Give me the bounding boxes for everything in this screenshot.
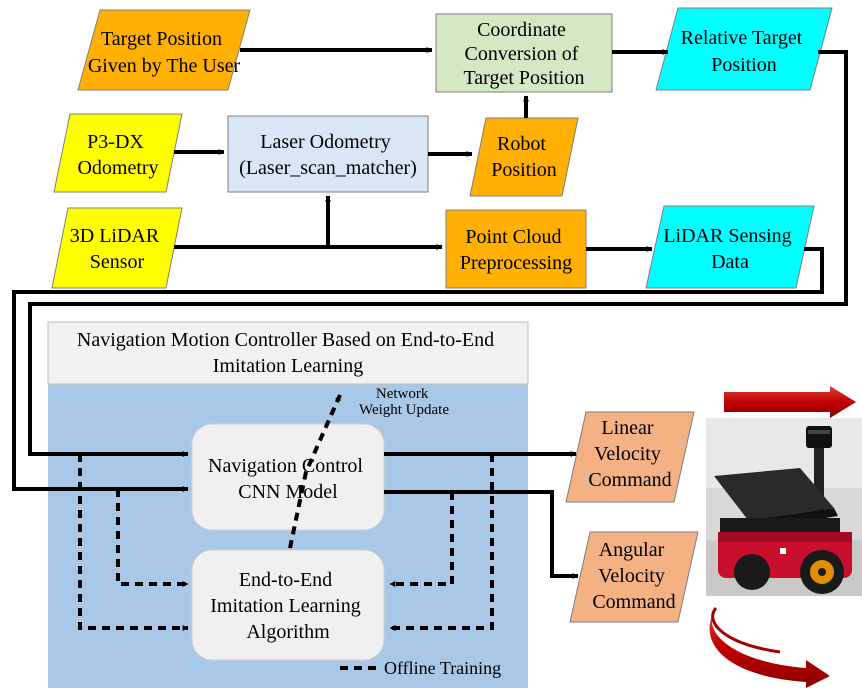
lidar-sensing-node [645, 205, 815, 289]
lidar-sensor-node [51, 207, 183, 289]
arrow-relative-to-cnn [28, 50, 848, 457]
lidar-sensor-label: 3D LiDAR Sensor [70, 225, 164, 273]
controller-title-box [47, 321, 529, 385]
relative-target-label: Relative Target Position [681, 27, 808, 76]
linear-velocity-node [565, 411, 695, 503]
angular-velocity-label: Angular Velocity Command [592, 539, 675, 613]
cnn-model-label: Navigation Control CNN Model [208, 455, 368, 503]
relative-target-node [655, 7, 833, 91]
target-position-label: Target Position Given by The User [88, 28, 241, 77]
imitation-algorithm-node [191, 549, 385, 661]
linear-velocity-label: Linear Velocity Command [588, 417, 671, 491]
angular-velocity-node [569, 531, 699, 623]
dashed-linear-to-algo [389, 454, 494, 631]
laser-odometry-label: Laser Odometry (Laser_scan_matcher) [239, 131, 417, 179]
p3dx-odometry-node [53, 113, 183, 193]
arrow-sensing-to-cnn [12, 247, 824, 492]
robot-position-node [469, 117, 579, 197]
lidar-sensing-label: LiDAR Sensing Data [663, 225, 796, 273]
network-update-label: Network Weight Update [359, 386, 449, 418]
solid-connectors [12, 47, 848, 579]
offline-training-legend: Offline Training [384, 658, 501, 678]
red-curved-arrow-icon [709, 607, 830, 688]
red-right-arrow-icon [724, 386, 856, 418]
imitation-algorithm-label: End-to-End Imitation Learning Algorithm [210, 569, 366, 643]
coordinate-conversion-label: Coordinate Conversion of Target Position [463, 19, 584, 89]
robot-photo [706, 418, 862, 596]
point-cloud-label: Point Cloud Preprocessing [460, 226, 572, 274]
cnn-model-node [191, 423, 385, 531]
target-position-node [77, 9, 251, 91]
controller-title: Navigation Motion Controller Based on En… [77, 329, 499, 377]
dashed-connectors [78, 394, 494, 670]
dashed-weight-update [288, 394, 342, 549]
arrow-cnn-to-angular [384, 490, 579, 579]
robot-position-label: Robot Position [491, 133, 557, 181]
dashed-relative-to-algo [78, 454, 189, 631]
dashed-angular-to-algo [389, 492, 454, 587]
p3dx-odometry-label: P3-DX Odometry [77, 131, 158, 179]
point-cloud-node [445, 209, 587, 289]
laser-odometry-node [227, 115, 429, 193]
dashed-sensing-to-algo [116, 489, 189, 587]
